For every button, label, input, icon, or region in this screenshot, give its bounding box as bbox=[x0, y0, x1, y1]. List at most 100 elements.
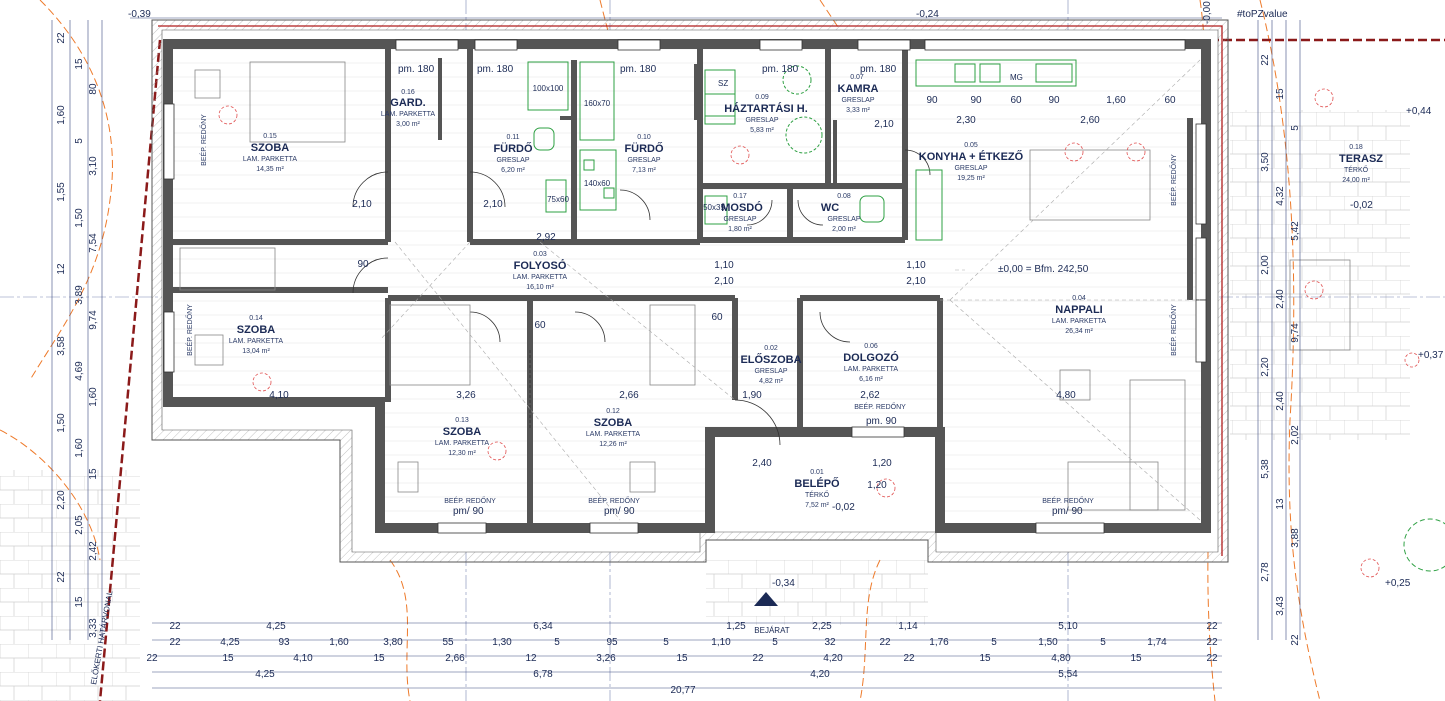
dim-row2-2: 93 bbox=[278, 637, 290, 648]
dim-row2-4: 3,80 bbox=[383, 637, 403, 648]
svg-text:GRESLAP: GRESLAP bbox=[723, 216, 756, 223]
dim-left-3: 1,60 bbox=[56, 105, 67, 125]
dim-inner-22: 2,10 bbox=[483, 199, 503, 210]
svg-text:24,00 m²: 24,00 m² bbox=[1342, 177, 1370, 184]
dim-left-8: 7,54 bbox=[88, 233, 99, 253]
dim-row2-6: 1,30 bbox=[492, 637, 512, 648]
svg-text:SZOBA: SZOBA bbox=[594, 417, 633, 429]
dim-inner-7: 1,60 bbox=[1106, 95, 1126, 106]
pm-label-9: pm/ 90 bbox=[1052, 506, 1083, 517]
dim-right-8: 9,74 bbox=[1290, 323, 1301, 343]
dim-right-6: 2,00 bbox=[1260, 255, 1271, 275]
svg-text:SZOBA: SZOBA bbox=[237, 324, 276, 336]
dim-row1-0: 22 bbox=[169, 621, 181, 632]
blind-label-2: BEÉP. REDŐNY bbox=[588, 496, 640, 505]
svg-text:0.05: 0.05 bbox=[964, 142, 978, 149]
svg-text:GRESLAP: GRESLAP bbox=[841, 97, 874, 104]
dim-right-14: 3,88 bbox=[1290, 528, 1301, 548]
room-kamra: 0.07 KAMRA GRESLAP 3,33 m² bbox=[838, 74, 879, 114]
svg-text:NAPPALI: NAPPALI bbox=[1055, 304, 1102, 316]
svg-text:7,52 m²: 7,52 m² bbox=[805, 502, 829, 509]
svg-text:LAM. PARKETTA: LAM. PARKETTA bbox=[513, 274, 568, 281]
svg-text:0.07: 0.07 bbox=[850, 74, 864, 81]
dimension-lines bbox=[51, 17, 1301, 689]
dim-row3-1: 15 bbox=[222, 653, 234, 664]
shower-label-3: 140x60 bbox=[584, 179, 611, 188]
dim-inner-21: 2,10 bbox=[352, 199, 372, 210]
dim-right-9: 2,20 bbox=[1260, 357, 1271, 377]
level-label-4: +0,37 bbox=[1418, 350, 1444, 361]
svg-text:0.08: 0.08 bbox=[837, 193, 851, 200]
dim-row4-2: 4,20 bbox=[810, 669, 830, 680]
mg-label: MG bbox=[1010, 73, 1023, 82]
dim-row3-7: 15 bbox=[676, 653, 688, 664]
svg-text:GRESLAP: GRESLAP bbox=[745, 117, 778, 124]
dim-inner-24: 1,20 bbox=[867, 480, 887, 491]
dim-inner-3: 1,10 bbox=[906, 260, 926, 271]
level-label-2: -0,24 bbox=[916, 9, 939, 20]
dim-row3-9: 4,20 bbox=[823, 653, 843, 664]
dim-row1-1: 4,25 bbox=[266, 621, 286, 632]
blind-label-4: BEÉP. REDŐNY bbox=[854, 402, 906, 411]
dim-left-19: 2,05 bbox=[74, 515, 85, 535]
blind-label-7: BEÉP. REDŐNY bbox=[1169, 154, 1178, 206]
level-label-6: -0,02 bbox=[1350, 200, 1373, 211]
svg-text:MOSDÓ: MOSDÓ bbox=[721, 201, 763, 214]
dim-row2-19: 22 bbox=[1206, 637, 1218, 648]
room-furdo-1: 0.11 FÜRDŐ GRESLAP 6,20 m² bbox=[493, 134, 533, 174]
dim-row3-10: 22 bbox=[903, 653, 915, 664]
dim-left-23: 3,33 bbox=[88, 618, 99, 638]
dim-row3-0: 22 bbox=[146, 653, 158, 664]
svg-text:0.17: 0.17 bbox=[733, 193, 747, 200]
dim-row2-17: 5 bbox=[1100, 637, 1106, 648]
dim-inner-12: 60 bbox=[1164, 95, 1176, 106]
svg-text:GARD.: GARD. bbox=[390, 97, 425, 109]
svg-text:6,16 m²: 6,16 m² bbox=[859, 376, 883, 383]
dim-right-10: 2,40 bbox=[1275, 391, 1286, 411]
room-szoba-2: 0.14 SZOBA LAM. PARKETTA 13,04 m² bbox=[229, 315, 284, 355]
svg-text:0.13: 0.13 bbox=[455, 417, 469, 424]
room-szoba-4: 0.12 SZOBA LAM. PARKETTA 12,26 m² bbox=[586, 408, 641, 448]
room-nappali: 0.04 NAPPALI LAM. PARKETTA 26,34 m² bbox=[1052, 295, 1107, 335]
room-szoba-3: 0.13 SZOBA LAM. PARKETTA 12,30 m² bbox=[435, 417, 490, 457]
svg-text:GRESLAP: GRESLAP bbox=[954, 165, 987, 172]
level-label-5: +0,25 bbox=[1385, 578, 1411, 589]
dim-left-11: 9,74 bbox=[88, 310, 99, 330]
dim-inner-23: 90 bbox=[357, 259, 369, 270]
dim-inner-0: 2,92 bbox=[536, 232, 556, 243]
svg-text:4,82 m²: 4,82 m² bbox=[759, 378, 783, 385]
room-haztartasi: 0.09 HÁZTARTÁSI H. GRESLAP 5,83 m² bbox=[724, 94, 808, 134]
svg-text:LAM. PARKETTA: LAM. PARKETTA bbox=[381, 111, 436, 118]
dim-right-0: 22 bbox=[1260, 54, 1271, 66]
svg-text:SZOBA: SZOBA bbox=[251, 142, 290, 154]
dim-row2-1: 4,25 bbox=[220, 637, 240, 648]
dim-inner-18: 4,10 bbox=[269, 390, 289, 401]
dim-left-17: 15 bbox=[88, 468, 99, 480]
dim-inner-1: 1,10 bbox=[714, 260, 734, 271]
windows bbox=[163, 39, 1207, 534]
svg-text:TERASZ: TERASZ bbox=[1339, 153, 1383, 165]
level-label-9: -0,00 bbox=[1202, 1, 1213, 24]
svg-text:0.06: 0.06 bbox=[864, 343, 878, 350]
dim-row2-12: 32 bbox=[824, 637, 836, 648]
svg-text:LAM. PARKETTA: LAM. PARKETTA bbox=[229, 338, 284, 345]
property-line bbox=[98, 39, 162, 701]
svg-text:6,20 m²: 6,20 m² bbox=[501, 167, 525, 174]
dim-left-16: 1,60 bbox=[74, 438, 85, 458]
dim-row2-7: 5 bbox=[554, 637, 560, 648]
level-label-8: -0,34 bbox=[772, 578, 795, 589]
svg-text:LAM. PARKETTA: LAM. PARKETTA bbox=[1052, 318, 1107, 325]
dim-row4-1: 6,78 bbox=[533, 669, 553, 680]
doors bbox=[352, 149, 931, 446]
paving-terrace bbox=[1230, 110, 1410, 440]
room-terasz: 0.18 TERASZ TÉRKŐ 24,00 m² bbox=[1339, 144, 1383, 184]
dim-right-2: 5 bbox=[1290, 125, 1301, 131]
dim-left-12: 3,58 bbox=[56, 336, 67, 356]
svg-text:FÜRDŐ: FÜRDŐ bbox=[624, 142, 664, 155]
entrance-label: BEJÁRAT bbox=[754, 626, 790, 635]
svg-text:0.09: 0.09 bbox=[755, 94, 769, 101]
shower-label-1: 100x100 bbox=[533, 84, 564, 93]
dim-right-13: 13 bbox=[1275, 498, 1286, 510]
dim-right-12: 5,38 bbox=[1260, 459, 1271, 479]
svg-text:WC: WC bbox=[821, 202, 839, 214]
